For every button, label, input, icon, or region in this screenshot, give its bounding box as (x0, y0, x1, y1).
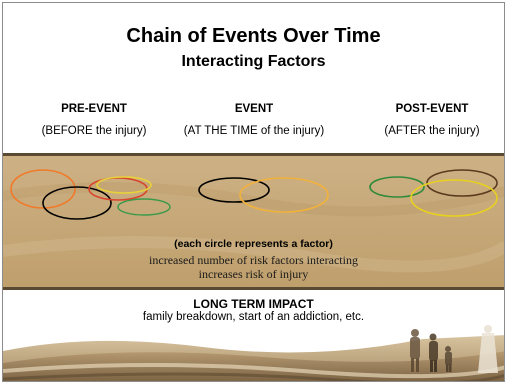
post-event-heading: POST-EVENT (395, 103, 469, 115)
impact-text: family breakdown, start of an addiction,… (142, 311, 365, 323)
post-event-subheading: (AFTER the injury) (384, 125, 480, 137)
family-figures (410, 325, 498, 373)
post-event-factor-circle (426, 169, 498, 197)
post-event-factor-circle (410, 179, 498, 217)
pre-event-factor-circle (88, 177, 148, 201)
event-heading: EVENT (234, 103, 274, 115)
pre-event-factor-circle (10, 169, 76, 209)
factor-band: (each circle represents a factor) increa… (3, 153, 504, 290)
factor-circles (10, 169, 498, 220)
impact-heading: LONG TERM IMPACT (193, 297, 314, 311)
pre-event-factor-circle (117, 198, 171, 216)
pre-event-subheading: (BEFORE the injury) (41, 125, 147, 137)
band-line-1: increased number of risk factors interac… (149, 253, 358, 267)
pre-event-factor-circle (96, 176, 152, 194)
slide: Chain of Events Over Time Interacting Fa… (2, 2, 505, 382)
sand-texture (3, 156, 504, 287)
event-subheading: (AT THE TIME of the injury) (183, 125, 325, 137)
band-note: (each circle represents a factor) (174, 238, 333, 250)
post-event-factor-circle (369, 176, 425, 198)
event-factor-circle (198, 177, 270, 203)
band-line-2: increases risk of injury (198, 267, 309, 281)
event-factor-circle (239, 177, 329, 213)
slide-title: Chain of Events Over Time (126, 25, 381, 47)
pre-event-factor-circle (42, 186, 112, 220)
slide-subtitle: Interacting Factors (181, 53, 326, 70)
pre-event-heading: PRE-EVENT (61, 103, 127, 115)
landscape-illustration (3, 325, 504, 381)
